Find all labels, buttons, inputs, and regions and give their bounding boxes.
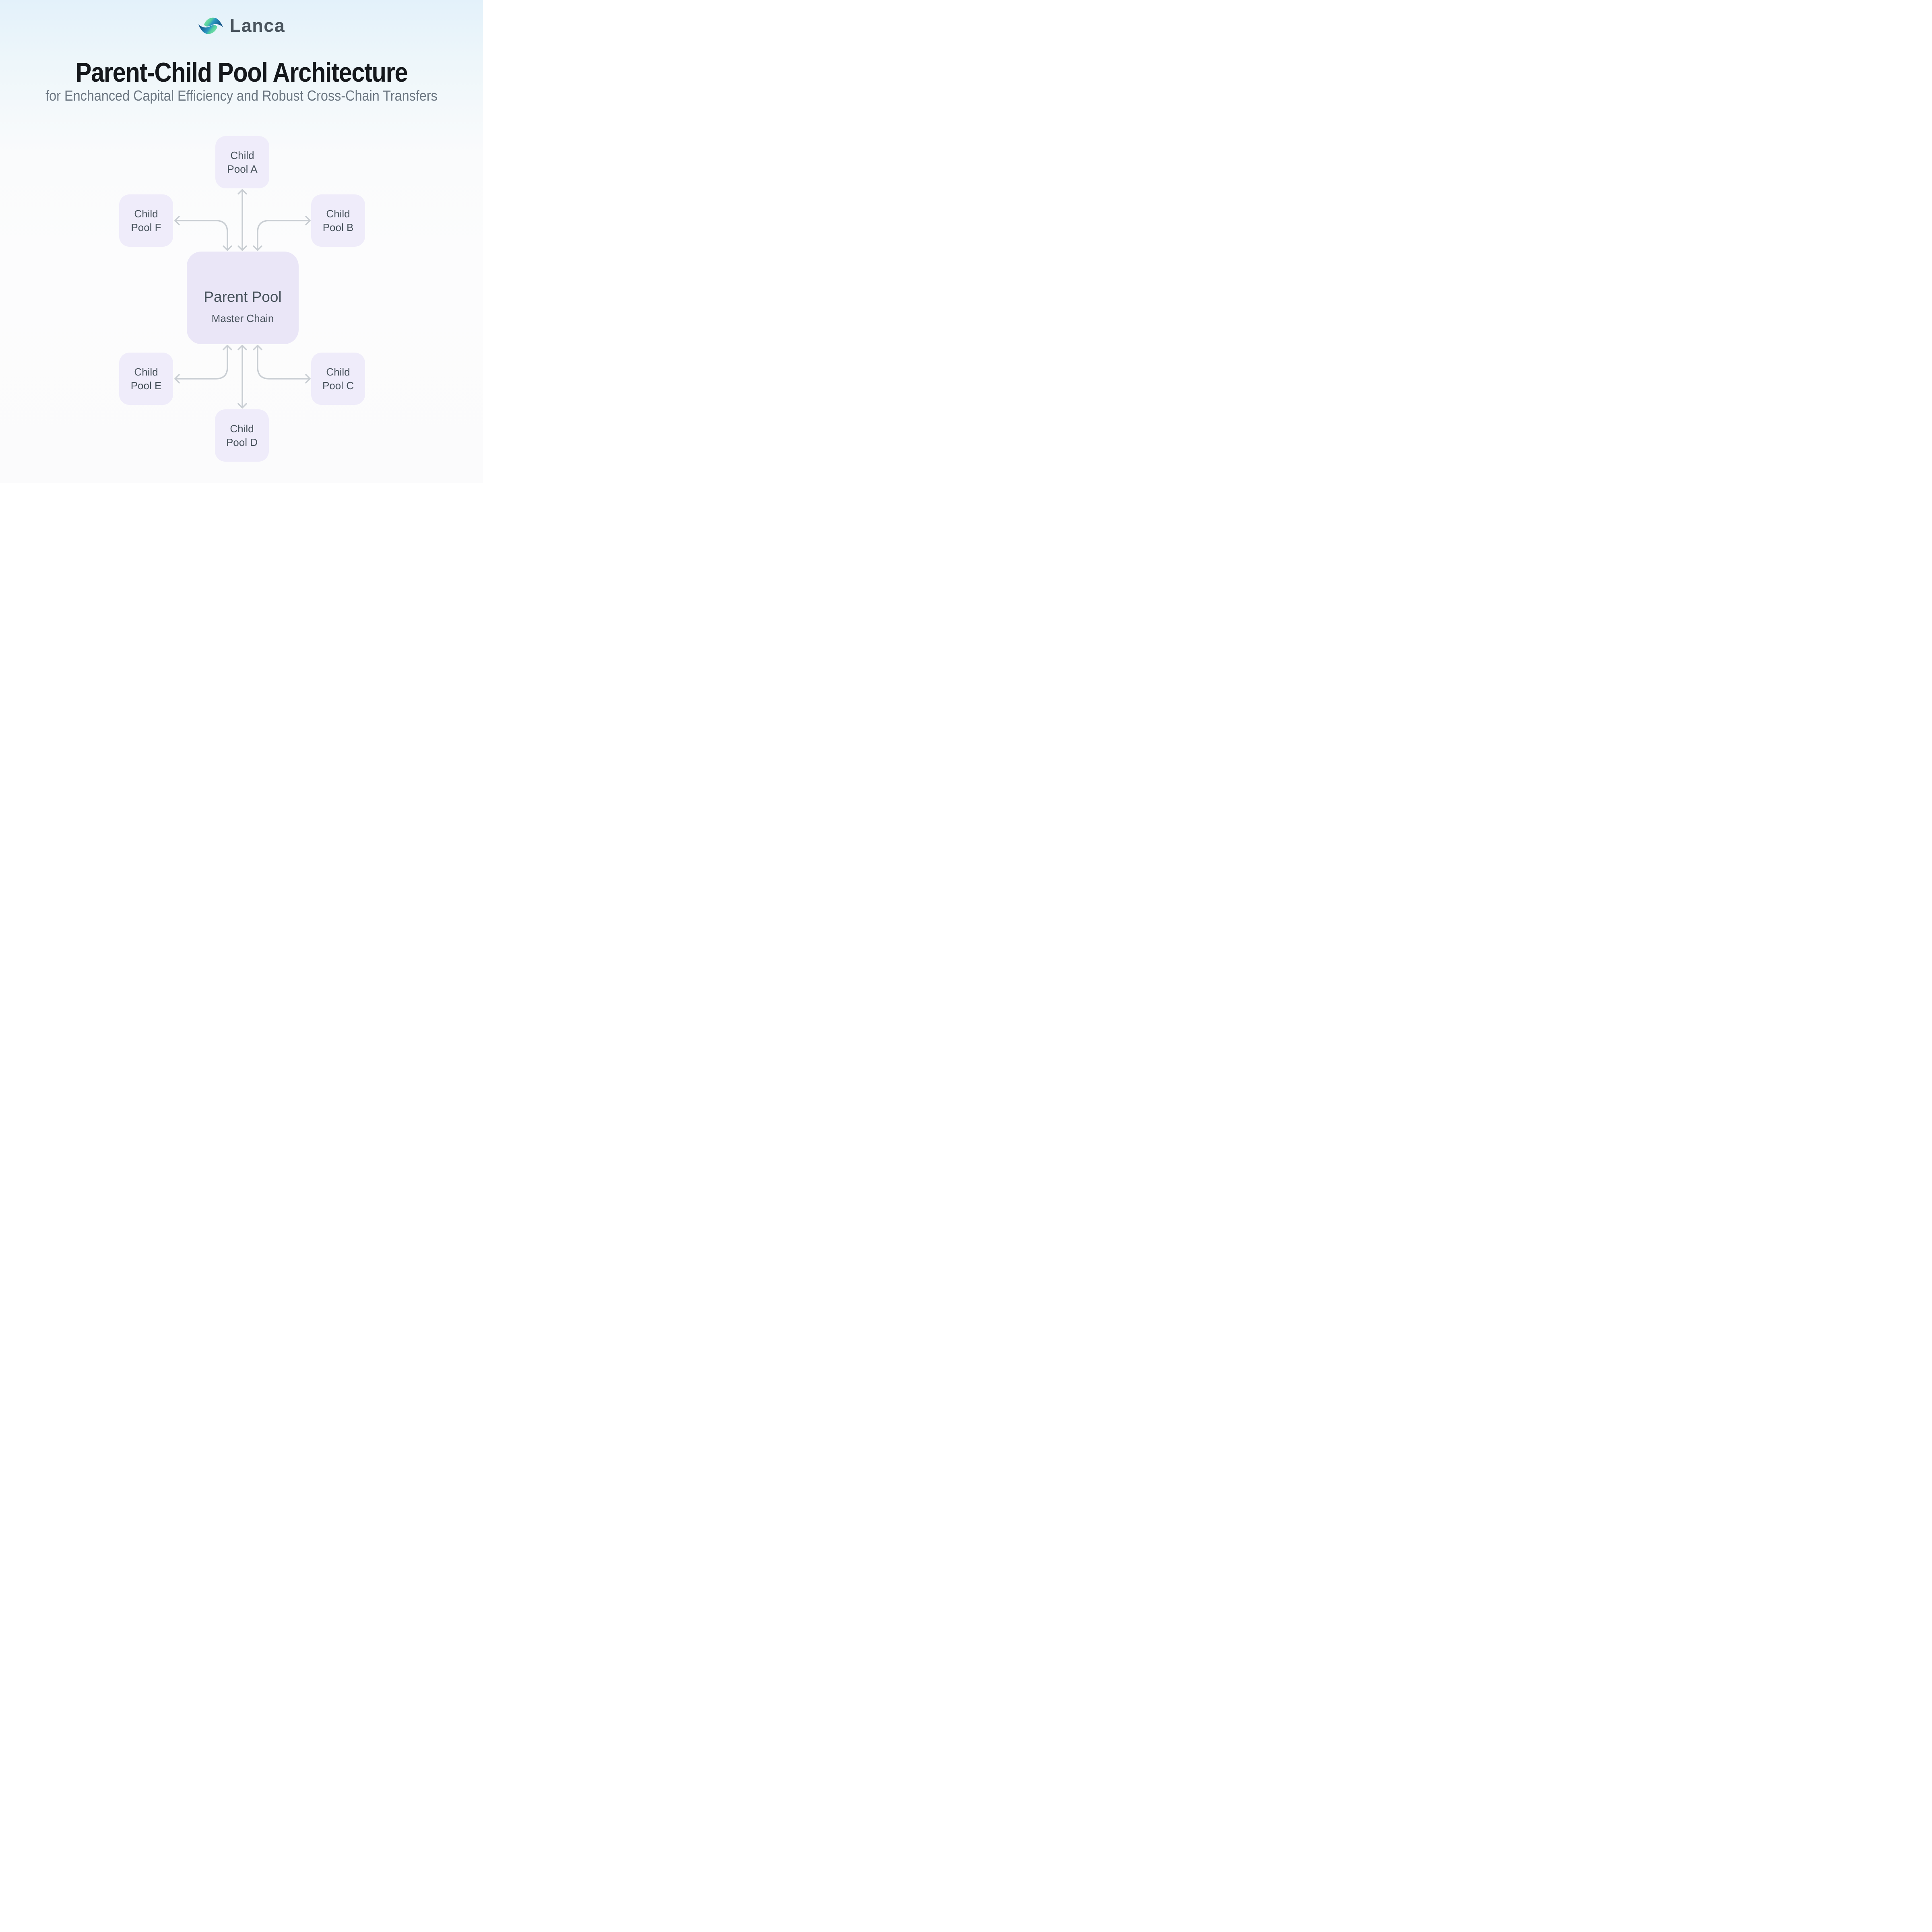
- child-pool-f-node: Child Pool F: [119, 194, 173, 247]
- line-parent-child-e: [174, 345, 228, 380]
- arrowhead-into-parent-top-center-icon: [237, 245, 247, 251]
- child-pool-a-line2: Pool A: [227, 163, 258, 175]
- child-pool-f-line2: Pool F: [131, 221, 161, 233]
- child-pool-a-node: Child Pool A: [215, 136, 269, 188]
- arrowhead-into-child-a-icon: [237, 189, 247, 195]
- child-pool-b-node: Child Pool B: [311, 194, 365, 247]
- arrowhead-into-child-b-icon: [305, 216, 311, 225]
- arrowhead-into-parent-top-right-icon: [253, 245, 262, 251]
- lanca-swoosh-icon: [198, 17, 223, 34]
- arrowhead-into-child-f-icon: [174, 216, 180, 225]
- child-pool-a-label: Child Pool A: [227, 149, 257, 176]
- child-pool-e-line1: Child: [134, 366, 158, 378]
- child-pool-e-line2: Pool E: [130, 380, 162, 392]
- parent-pool-title: Parent Pool: [204, 289, 282, 305]
- arrowhead-into-child-d-icon: [237, 403, 247, 409]
- parent-pool-label: Parent Pool Master Chain: [204, 289, 282, 324]
- child-pool-c-line1: Child: [326, 366, 350, 378]
- arrowhead-into-parent-bottom-right-icon: [253, 345, 262, 351]
- child-pool-e-node: Child Pool E: [119, 353, 173, 405]
- child-pool-b-line1: Child: [326, 208, 350, 220]
- child-pool-f-label: Child Pool F: [131, 207, 161, 234]
- arrowhead-into-parent-bottom-left-icon: [223, 345, 232, 351]
- child-pool-c-label: Child Pool C: [322, 365, 354, 392]
- child-pool-a-line1: Child: [230, 149, 254, 161]
- arrowhead-into-child-e-icon: [174, 374, 180, 384]
- child-pool-c-node: Child Pool C: [311, 353, 365, 405]
- child-pool-f-line1: Child: [134, 208, 158, 220]
- page-subtitle: for Enchanced Capital Efficiency and Rob…: [45, 87, 438, 104]
- child-pool-c-line2: Pool C: [322, 380, 354, 392]
- line-parent-child-f: [174, 220, 228, 251]
- parent-pool-node: Parent Pool Master Chain: [187, 252, 299, 344]
- arrowhead-into-parent-top-left-icon: [223, 245, 232, 251]
- child-pool-d-node: Child Pool D: [215, 409, 269, 462]
- child-pool-e-label: Child Pool E: [131, 365, 162, 392]
- page-title: Parent-Child Pool Architecture: [75, 57, 408, 88]
- brand-name: Lanca: [229, 15, 285, 36]
- parent-pool-chain: Master Chain: [211, 312, 274, 324]
- connector-arrows: [174, 189, 311, 409]
- child-pool-d-line2: Pool D: [226, 436, 258, 448]
- page: Lanca Parent-Child Pool Architecture for…: [0, 0, 483, 483]
- child-pool-d-label: Child Pool D: [226, 422, 258, 449]
- child-pool-b-line2: Pool B: [322, 221, 354, 233]
- line-parent-child-c: [257, 345, 311, 380]
- arrowhead-into-child-c-icon: [305, 374, 311, 384]
- arrowhead-into-parent-bottom-center-icon: [237, 345, 247, 351]
- line-parent-child-b: [257, 220, 311, 251]
- child-pool-d-line1: Child: [230, 423, 254, 435]
- brand-logo: Lanca: [0, 16, 483, 35]
- child-pool-b-label: Child Pool B: [323, 207, 354, 234]
